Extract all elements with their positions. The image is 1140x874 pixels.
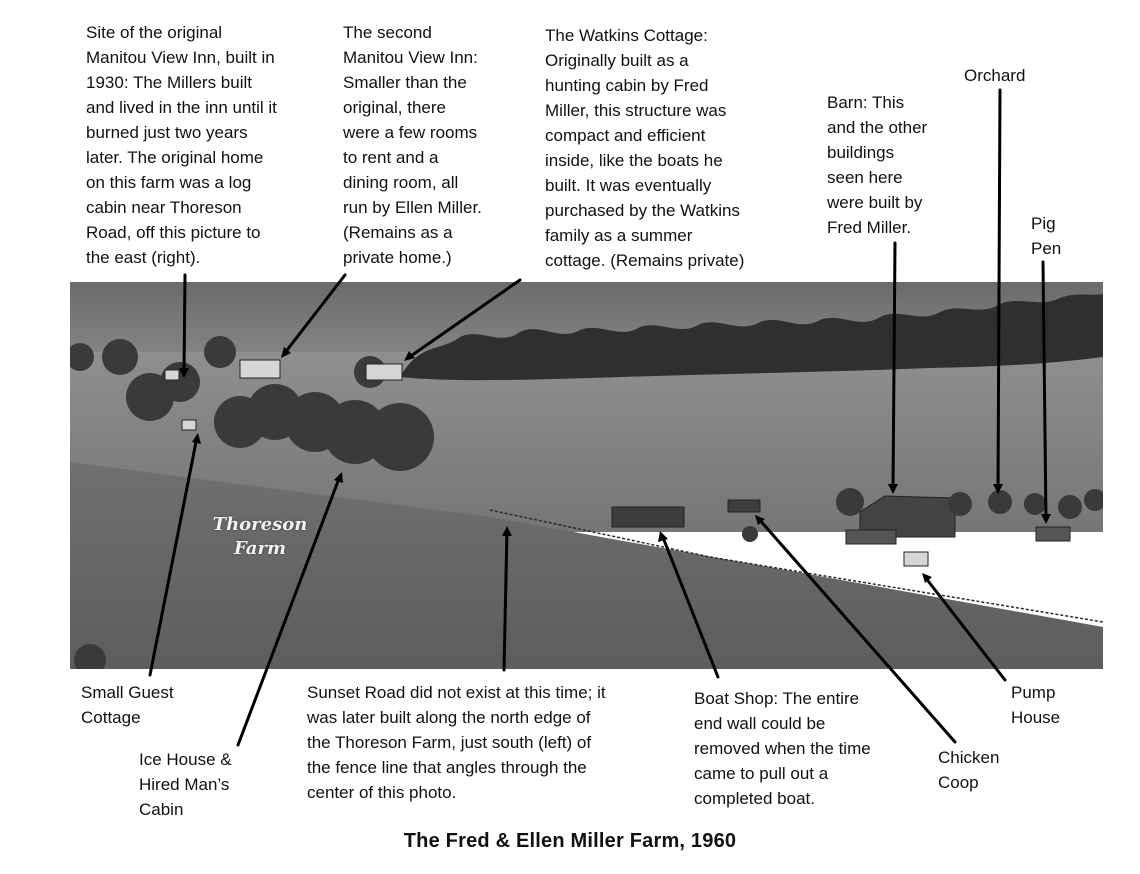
annotation-sunset-road: Sunset Road did not exist at this time; … bbox=[307, 683, 606, 802]
thoreson-farm-label: Thoreson Farm bbox=[212, 514, 308, 559]
original-inn-site bbox=[164, 369, 180, 381]
annotation-boat-shop: Boat Shop: The entire end wall could be … bbox=[694, 689, 871, 808]
annotation-barn: Barn: This and the other buildings seen … bbox=[827, 93, 928, 237]
guest-cottage-building bbox=[181, 419, 197, 431]
annotation-original-inn: Site of the original Manitou View Inn, b… bbox=[86, 23, 277, 267]
annotation-chicken-coop: Chicken Coop bbox=[938, 748, 1000, 792]
annotation-guest-cottage: Small Guest Cottage bbox=[81, 683, 174, 727]
boat-shop-building bbox=[611, 506, 685, 528]
left-tree-cluster bbox=[70, 336, 434, 669]
annotation-orchard: Orchard bbox=[964, 66, 1026, 85]
annotation-ice-house: Ice House & Hired Man’s Cabin bbox=[139, 750, 232, 819]
barn-shed bbox=[845, 529, 897, 545]
annotation-watkins-cottage: The Watkins Cottage: Originally built as… bbox=[545, 26, 745, 270]
second-inn-building bbox=[239, 359, 281, 379]
chicken-coop-building bbox=[727, 499, 761, 513]
figure-caption: The Fred & Ellen Miller Farm, 1960 bbox=[403, 830, 737, 852]
treeline bbox=[400, 294, 1103, 381]
pig-pen-building bbox=[1035, 526, 1071, 542]
annotation-second-inn: The second Manitou View Inn: Smaller tha… bbox=[343, 23, 482, 267]
orchard-trees bbox=[742, 488, 1103, 542]
pump-house-building bbox=[903, 551, 929, 567]
annotation-pig-pen: Pig Pen bbox=[1031, 214, 1062, 258]
watkins-cottage-building bbox=[365, 363, 403, 381]
aerial-photo bbox=[70, 282, 1103, 669]
annotation-pump-house: Pump House bbox=[1011, 683, 1061, 727]
